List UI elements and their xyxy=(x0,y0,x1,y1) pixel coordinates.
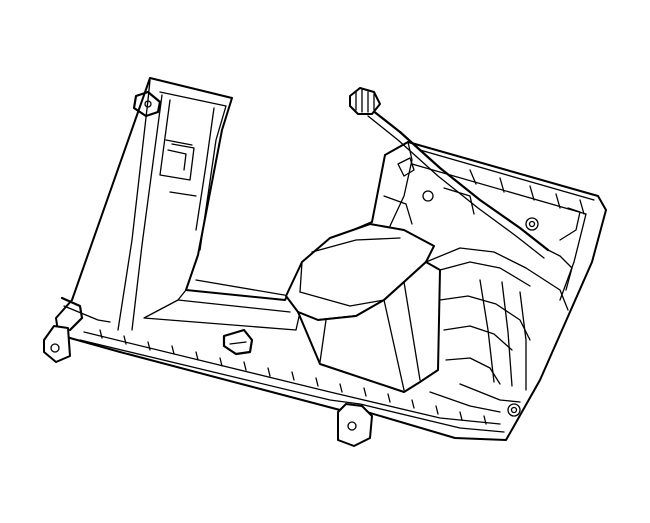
bottom-rim xyxy=(79,329,505,433)
left-mounting-tab xyxy=(43,296,111,363)
wire-harness xyxy=(367,108,573,291)
bottom-mounting-tab xyxy=(337,403,373,447)
lower-shroud-box xyxy=(297,261,441,393)
right-cavity xyxy=(425,247,569,417)
electrical-connector xyxy=(349,87,381,115)
left-arm xyxy=(117,79,227,331)
center-recess xyxy=(143,279,301,356)
